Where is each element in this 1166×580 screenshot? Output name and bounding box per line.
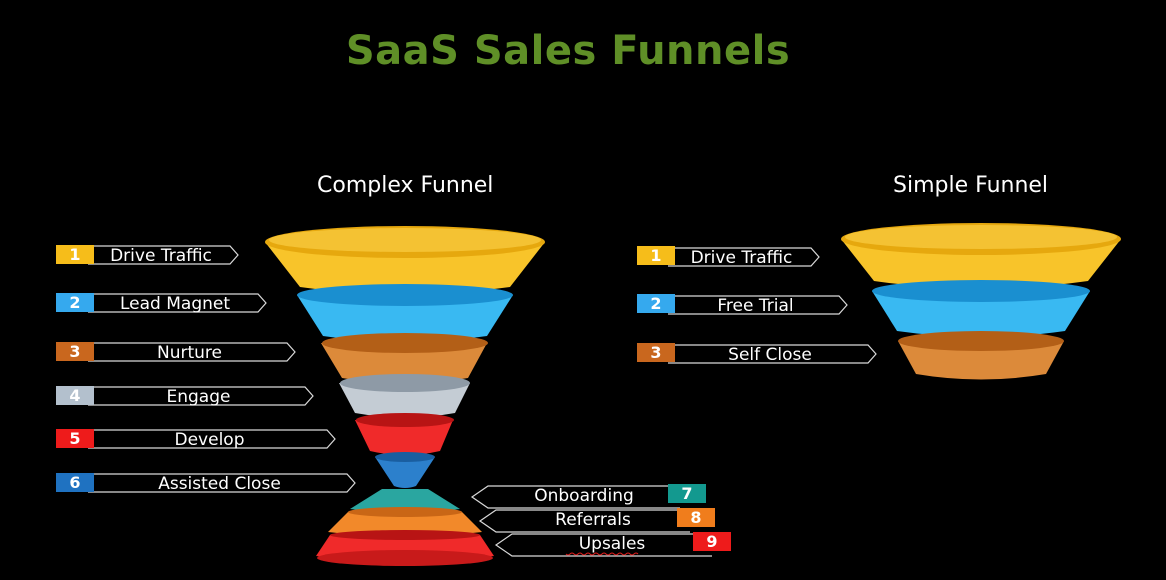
- complex-step-6-badge: 6: [56, 473, 94, 492]
- complex-funnel-layer-3: [321, 333, 488, 384]
- complex-step-5-badge: 5: [56, 429, 94, 448]
- complex-step-6-label: Assisted Close: [158, 474, 281, 494]
- complex-funnel: [265, 226, 545, 566]
- simple-label-arrows: [668, 247, 877, 364]
- simple-funnel-layer-1: [841, 223, 1121, 289]
- simple-funnel-layer-3: [898, 331, 1064, 380]
- simple-step-1-label: Drive Traffic: [690, 248, 793, 268]
- complex-step-4-label: Engage: [166, 387, 231, 407]
- simple-funnel-heading: Simple Funnel: [893, 173, 1049, 198]
- complex-step-2-badge: 2: [56, 293, 94, 312]
- complex-label-arrows: [88, 245, 356, 493]
- complex-step-7-badge: 7: [668, 484, 706, 503]
- simple-step-3-label: Self Close: [728, 345, 812, 365]
- complex-step-3-label: Nurture: [157, 343, 222, 363]
- complex-step-5-label: Develop: [174, 430, 245, 450]
- simple-step-3-badge: 3: [637, 343, 675, 362]
- simple-funnel: [841, 223, 1121, 380]
- complex-funnel-layer-6: [375, 452, 435, 488]
- simple-step-1-badge: 1: [637, 246, 675, 265]
- simple-step-2-badge: 2: [637, 294, 675, 313]
- complex-funnel-heading: Complex Funnel: [317, 173, 494, 198]
- complex-funnel-layer-4: [339, 374, 470, 418]
- complex-step-7-label: Onboarding: [534, 486, 634, 506]
- complex-funnel-layer-5: [355, 413, 454, 455]
- simple-step-2-label: Free Trial: [717, 296, 794, 316]
- simple-funnel-layer-2: [872, 280, 1090, 337]
- complex-step-3-badge: 3: [56, 342, 94, 361]
- post-sale-label-arrows: [470, 485, 712, 557]
- complex-funnel-layer-7: [350, 489, 460, 513]
- complex-step-4-badge: 4: [56, 386, 94, 405]
- complex-funnel-layer-2: [297, 284, 513, 342]
- complex-step-2-label: Lead Magnet: [119, 294, 231, 314]
- complex-step-1-label: Drive Traffic: [110, 246, 212, 266]
- spellcheck-underline: [565, 552, 639, 556]
- complex-step-8-badge: 8: [677, 508, 715, 527]
- complex-step-9-label: Upsales: [578, 534, 646, 554]
- page-title: SaaS Sales Funnels: [345, 28, 791, 74]
- complex-funnel-layer-1: [265, 226, 545, 295]
- complex-step-8-label: Referrals: [555, 510, 631, 530]
- complex-funnel-layer-9: [316, 530, 494, 566]
- complex-step-1-badge: 1: [56, 245, 94, 264]
- complex-step-9-badge: 9: [693, 532, 731, 551]
- complex-funnel-layer-8: [328, 507, 482, 537]
